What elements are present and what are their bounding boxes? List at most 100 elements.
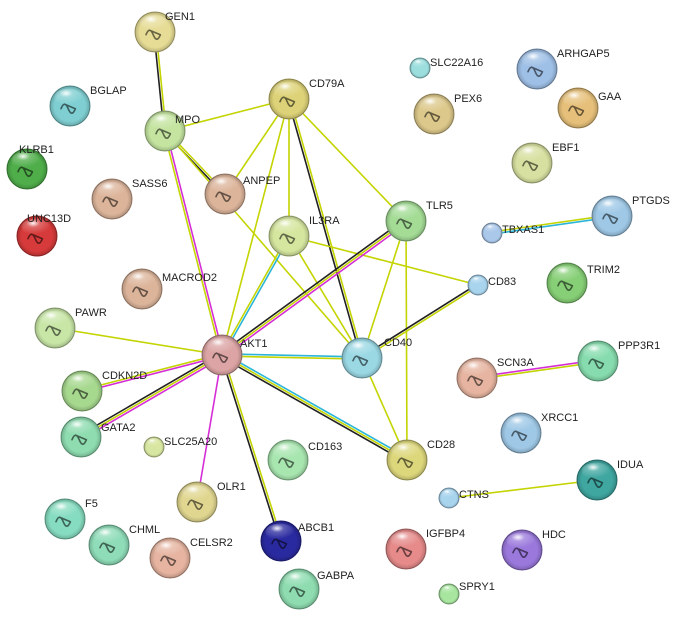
node-macrod2[interactable]: MACROD2 bbox=[121, 268, 217, 310]
node-il3ra[interactable]: IL3RA bbox=[268, 215, 340, 257]
node-spry1[interactable]: SPRY1 bbox=[438, 581, 495, 605]
edge-line bbox=[163, 131, 222, 356]
node-label: PTGDS bbox=[632, 195, 670, 207]
edge-mpo-cd40 bbox=[164, 130, 363, 359]
node-highlight bbox=[582, 343, 612, 361]
node-label: XRCC1 bbox=[541, 412, 578, 424]
node-cdkn2d[interactable]: CDKN2D bbox=[61, 370, 147, 412]
edge-akt1-gata2 bbox=[79, 352, 224, 440]
node-cd163[interactable]: CD163 bbox=[267, 439, 342, 481]
node-bglap[interactable]: BGLAP bbox=[49, 85, 127, 127]
edge-il3ra-akt1 bbox=[220, 235, 291, 356]
node-celsr2[interactable]: CELSR2 bbox=[149, 537, 233, 579]
node-igfbp4[interactable]: IGFBP4 bbox=[385, 528, 465, 570]
node-label: CHML bbox=[129, 524, 160, 536]
edge-il3ra-cd40 bbox=[288, 235, 363, 359]
node-idua[interactable]: IDUA bbox=[576, 459, 644, 501]
edge-tlr5-akt1 bbox=[220, 218, 408, 358]
node-highlight bbox=[418, 96, 448, 114]
node-arhgap5[interactable]: ARHGAP5 bbox=[516, 48, 610, 90]
edge-line bbox=[220, 356, 407, 463]
edge-line bbox=[221, 220, 407, 356]
node-abcb1[interactable]: ABCB1 bbox=[260, 520, 334, 562]
node-cd79a[interactable]: CD79A bbox=[268, 78, 345, 120]
node-unc13d[interactable]: UNC13D bbox=[16, 213, 71, 257]
edge-akt1-cd40 bbox=[221, 353, 363, 360]
edge-il3ra-cd83 bbox=[288, 235, 479, 286]
node-xrcc1[interactable]: XRCC1 bbox=[500, 412, 578, 454]
node-label: UNC13D bbox=[27, 213, 71, 225]
node-hdc[interactable]: HDC bbox=[501, 529, 566, 571]
node-highlight bbox=[562, 90, 592, 108]
edge-akt1-olr1 bbox=[196, 354, 223, 503]
node-gabpa[interactable]: GABPA bbox=[278, 568, 355, 610]
node-highlight bbox=[412, 59, 427, 68]
edge-line bbox=[221, 354, 408, 461]
node-slc22a16[interactable]: SLC22A16 bbox=[409, 57, 483, 79]
node-gata2[interactable]: GATA2 bbox=[60, 416, 135, 458]
edge-pawr-akt1 bbox=[54, 327, 223, 356]
edge-tlr5-cd28 bbox=[405, 220, 408, 461]
node-label: KLRB1 bbox=[19, 144, 54, 156]
node-label: OLR1 bbox=[217, 481, 246, 493]
node-highlight bbox=[209, 176, 239, 194]
edge-line bbox=[362, 285, 480, 360]
node-label: CD79A bbox=[309, 78, 345, 90]
node-ppp3r1[interactable]: PPP3R1 bbox=[577, 340, 660, 382]
node-highlight bbox=[461, 360, 491, 378]
node-label: ARHGAP5 bbox=[557, 48, 610, 60]
node-highlight bbox=[283, 571, 313, 589]
node-gaa[interactable]: GAA bbox=[557, 87, 622, 129]
node-label: CELSR2 bbox=[190, 537, 233, 549]
node-akt1[interactable]: AKT1 bbox=[201, 334, 268, 376]
node-pawr[interactable]: PAWR bbox=[34, 307, 107, 349]
node-label: ANPEP bbox=[243, 175, 280, 187]
edge-cd83-cd40 bbox=[360, 283, 480, 360]
node-pex6[interactable]: PEX6 bbox=[413, 93, 482, 135]
edge-line bbox=[361, 220, 407, 359]
node-ctns[interactable]: CTNS bbox=[438, 487, 489, 509]
node-label: PEX6 bbox=[454, 93, 482, 105]
node-trim2[interactable]: TRIM2 bbox=[546, 262, 620, 304]
node-scn3a[interactable]: SCN3A bbox=[456, 357, 534, 399]
edge-mpo-cd79a bbox=[164, 98, 290, 132]
node-label: SCN3A bbox=[497, 357, 534, 369]
node-label: IDUA bbox=[617, 459, 644, 471]
node-highlight bbox=[265, 523, 295, 541]
node-ebf1[interactable]: EBF1 bbox=[511, 142, 580, 184]
node-highlight bbox=[273, 218, 303, 236]
node-tlr5[interactable]: TLR5 bbox=[385, 200, 453, 242]
node-highlight bbox=[581, 462, 611, 480]
node-highlight bbox=[154, 540, 184, 558]
node-gen1[interactable]: GEN1 bbox=[134, 11, 195, 53]
node-olr1[interactable]: OLR1 bbox=[176, 481, 246, 523]
edges-layer bbox=[54, 31, 613, 542]
node-highlight bbox=[596, 198, 626, 216]
node-mpo[interactable]: MPO bbox=[144, 110, 201, 152]
node-slc25a20[interactable]: SLC25A20 bbox=[143, 436, 217, 458]
node-cd40[interactable]: CD40 bbox=[341, 337, 412, 379]
node-label: HDC bbox=[542, 529, 566, 541]
node-highlight bbox=[126, 271, 156, 289]
node-label: SLC25A20 bbox=[164, 436, 217, 448]
edge-line bbox=[220, 218, 406, 354]
node-anpep[interactable]: ANPEP bbox=[204, 173, 280, 215]
edge-cd79a-tlr5 bbox=[288, 98, 407, 222]
node-label: F5 bbox=[85, 498, 98, 510]
edge-tlr5-cd40 bbox=[361, 220, 407, 359]
node-sass6[interactable]: SASS6 bbox=[91, 178, 167, 220]
node-klrb1[interactable]: KLRB1 bbox=[6, 144, 54, 190]
node-chml[interactable]: CHML bbox=[88, 524, 160, 566]
node-label: SLC22A16 bbox=[430, 57, 483, 69]
node-label: CD83 bbox=[488, 276, 516, 288]
node-f5[interactable]: F5 bbox=[44, 498, 98, 540]
node-label: TLR5 bbox=[426, 200, 453, 212]
node-cd28[interactable]: CD28 bbox=[386, 439, 455, 481]
node-tbxas1[interactable]: TBXAS1 bbox=[481, 222, 544, 244]
node-highlight bbox=[272, 442, 302, 460]
node-ptgds[interactable]: PTGDS bbox=[591, 195, 670, 237]
edge-line bbox=[220, 355, 281, 542]
node-cd83[interactable]: CD83 bbox=[467, 274, 516, 296]
